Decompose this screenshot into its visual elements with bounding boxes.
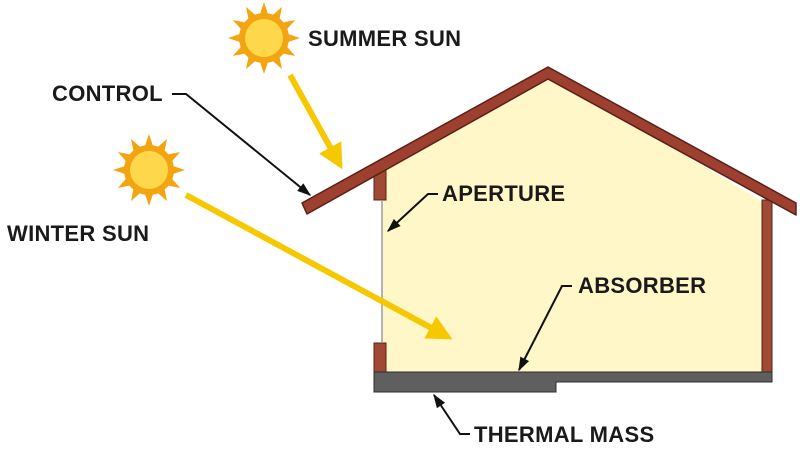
absorber-label: ABSORBER	[578, 273, 706, 298]
summer-sun-icon	[228, 2, 300, 74]
winter-sun-label: WINTER SUN	[7, 221, 149, 246]
winter-sun-icon	[113, 134, 185, 206]
control-label: CONTROL	[52, 81, 163, 106]
aperture-label: APERTURE	[442, 181, 565, 206]
summer-sun-label: SUMMER SUN	[308, 26, 461, 51]
house-interior	[383, 73, 768, 372]
control-pointer	[172, 93, 312, 196]
aperture-pointer	[386, 193, 438, 232]
thermal-mass-floor	[373, 371, 773, 393]
left-wall-lower	[373, 342, 387, 374]
winter-sun-ray-arrow	[184, 192, 453, 340]
absorber-pointer	[518, 285, 572, 372]
right-wall	[761, 199, 773, 373]
thermal-mass-label: THERMAL MASS	[474, 422, 654, 447]
thermal-mass-pointer	[433, 393, 470, 435]
summer-sun-ray-arrow	[287, 73, 343, 170]
roof	[301, 66, 797, 216]
